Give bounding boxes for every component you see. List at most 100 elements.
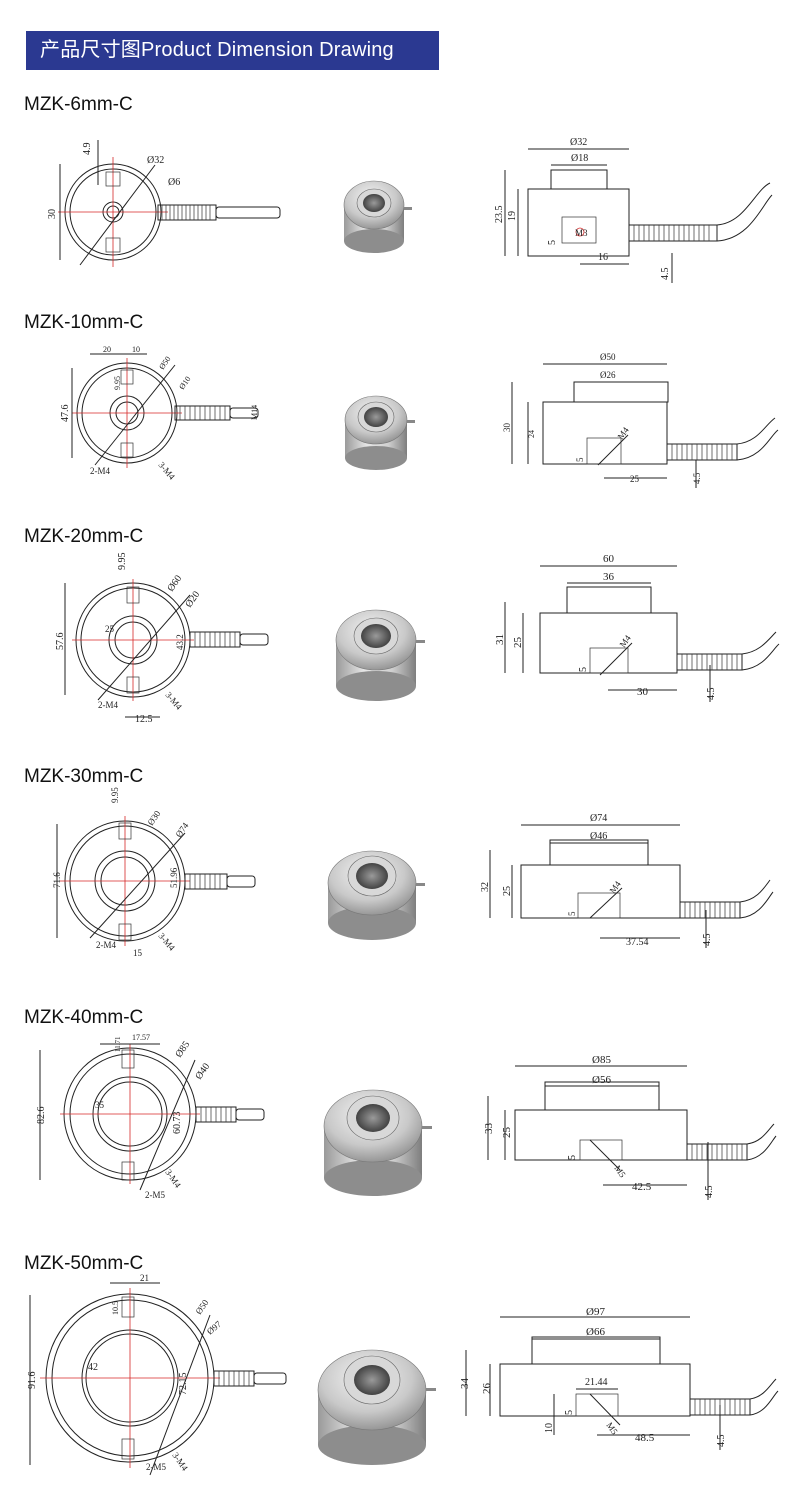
top-view-drawing: 9.95 Ø30 Ø74 71.6 51.96 2-M4 3-M4 15 [52,787,256,958]
dim-label: Ø26 [600,370,616,380]
dim-label: M4 [615,425,631,441]
product-photo [327,850,425,940]
dim-label: 3-M4 [163,690,184,712]
dim-label: 31 [494,634,506,645]
dim-label: 4.5 [706,688,717,701]
model-title: MZK-10mm-C [24,312,144,333]
top-view-drawing: 4.9 Ø32 Ø6 30 [47,140,281,267]
dim-label: 5 [547,240,558,245]
dim-label: 72.15 [178,1373,189,1396]
dim-label: 3-M4 [156,460,177,482]
dim-label: 5 [567,1155,578,1160]
side-view-drawing: Ø85 Ø56 33 25 5 M5 42.5 4.5 [483,1054,777,1200]
dim-label: Ø32 [147,155,164,166]
dim-label: 25 [105,624,115,634]
dim-label: 25 [502,886,513,896]
dim-label: 47.6 [60,405,71,423]
dim-label: Ø18 [571,153,588,164]
drawing-row-50mm: 21 10.5 Ø50 Ø97 91.6 42 72.15 3-M4 2-M5 … [27,1273,779,1476]
top-view-drawing: 20 10 9.95 Ø50 Ø10 47.6 M14 2-M4 3-M4 [60,345,259,482]
dim-label: 3-M4 [170,1450,190,1473]
model-title: MZK-40mm-C [24,1007,144,1028]
dim-label: Ø40 [193,1061,212,1081]
dim-label: 9.95 [113,376,122,390]
dim-label: M5 [612,1163,628,1179]
dim-label: Ø85 [173,1039,192,1059]
top-view-drawing: 9.95 Ø60 Ø20 57.6 25 43.2 2-M4 3-M4 12.5 [55,553,269,725]
dim-label: 24 [527,430,536,438]
dim-label: 21.44 [585,1377,608,1388]
drawing-row-30mm: 9.95 Ø30 Ø74 71.6 51.96 2-M4 3-M4 15 Ø74… [52,787,774,958]
dim-label: 10 [132,345,140,354]
dim-label: 60 [603,553,615,565]
dim-label: 20 [103,345,111,354]
dim-label: 51.96 [169,867,179,888]
dim-label: 30 [47,209,58,219]
dim-label: 5 [564,1410,575,1415]
dim-label: Ø74 [590,813,607,824]
dim-label: M14 [250,405,259,420]
dim-label: 2-M5 [145,1190,165,1200]
dim-label: 12.5 [135,714,153,725]
top-view-drawing: 21 10.5 Ø50 Ø97 91.6 42 72.15 3-M4 2-M5 [27,1273,287,1476]
dim-label: 4.5 [692,472,702,484]
side-view-drawing: Ø32 Ø18 23.5 19 5 M3 16 4.5 [494,137,773,283]
dim-label: 82.6 [36,1107,47,1125]
product-photo [335,609,425,701]
dim-label: Ø50 [600,352,616,362]
dim-label: Ø74 [173,820,190,839]
dim-label: 26 [481,1383,493,1395]
dim-label: 4.5 [660,268,671,281]
dim-label: 21 [140,1273,149,1283]
top-view-drawing: 11.71 17.57 Ø85 Ø40 82.6 35 60.73 3-M4 2… [36,1033,265,1200]
dim-label: Ø50 [157,355,172,371]
side-view-drawing: Ø97 Ø66 34 26 21.44 5 10 M5 48.5 4.5 [459,1306,779,1450]
dim-label: Ø20 [183,589,202,609]
dim-label: 30 [637,686,649,698]
dim-label: 4.5 [716,1435,727,1448]
dim-label: 19 [507,211,518,221]
drawing-row-6mm: 4.9 Ø32 Ø6 30 Ø32 Ø18 23.5 19 5 M3 16 4.… [47,137,773,283]
dim-label: 16 [598,252,608,263]
dim-label: Ø97 [586,1306,605,1318]
dim-label: 48.5 [635,1432,655,1444]
side-view-drawing: Ø50 Ø26 30 24 5 M4 25 4.5 [502,352,779,488]
dim-label: 4.5 [704,1186,715,1199]
dim-label: 30 [502,423,512,433]
dim-label: 42 [88,1362,98,1373]
side-view-drawing: Ø74 Ø46 32 25 5 M4 37.54 4.5 [480,813,774,948]
model-title: MZK-50mm-C [24,1253,144,1274]
model-title: MZK-30mm-C [24,766,144,787]
drawing-row-10mm: 20 10 9.95 Ø50 Ø10 47.6 M14 2-M4 3-M4 Ø5… [60,345,779,488]
side-view-drawing: 60 36 31 25 5 M4 30 4.5 [494,553,780,702]
page-header: 产品尺寸图Product Dimension Drawing [26,31,439,70]
dim-label: Ø10 [177,375,192,391]
product-photo [343,180,412,253]
dim-label: 15 [133,948,143,958]
dim-label: Ø60 [165,573,184,593]
dim-label: 11.71 [114,1036,122,1052]
dim-label: 71.6 [52,872,62,888]
dim-label: 3-M4 [163,1167,183,1190]
dim-label: 17.57 [132,1033,150,1042]
dim-label: Ø30 [145,808,162,827]
dim-label: 33 [483,1123,495,1135]
dim-label: Ø85 [592,1054,611,1066]
dim-label: 5 [578,667,589,672]
dim-label: 5 [567,911,577,916]
dim-label: 36 [603,571,615,583]
dim-label: 9.95 [117,553,128,571]
product-photo [344,395,415,470]
dim-label: 3-M4 [156,931,177,953]
dim-label: 57.6 [55,633,66,651]
dim-label: 91.6 [27,1372,38,1390]
dim-label: 5 [575,457,585,462]
dim-label: M3 [575,228,588,238]
product-photo [323,1089,432,1196]
dim-label: 43.2 [175,634,185,650]
dim-label: 60.73 [172,1112,183,1135]
dim-label: 25 [630,474,640,484]
drawing-row-20mm: 9.95 Ø60 Ø20 57.6 25 43.2 2-M4 3-M4 12.5… [55,553,780,725]
dim-label: 10.5 [111,1301,120,1315]
product-photo [317,1349,436,1465]
